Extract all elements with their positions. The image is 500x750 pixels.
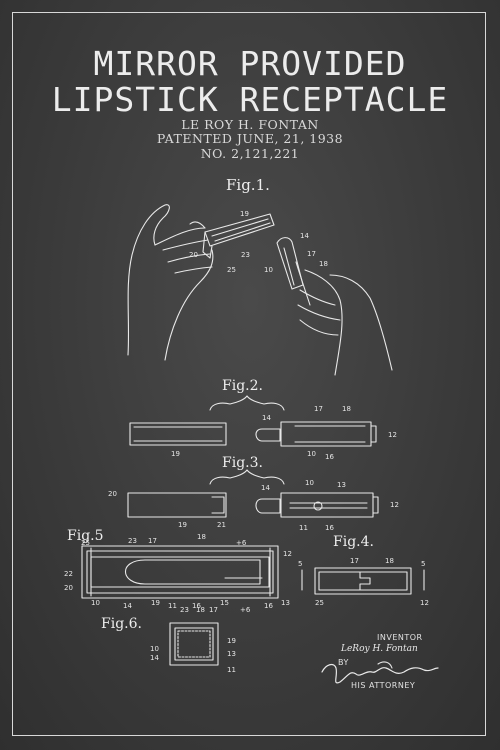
svg-text:12: 12	[390, 501, 399, 509]
attorney-label: HIS ATTORNEY	[351, 681, 416, 690]
svg-text:25: 25	[227, 266, 236, 274]
fig2-drawing	[129, 395, 377, 447]
svg-text:12: 12	[283, 550, 292, 558]
svg-text:17: 17	[209, 606, 218, 614]
fig6-label: Fig.6.	[101, 616, 142, 632]
svg-text:19: 19	[178, 521, 187, 529]
svg-text:5: 5	[298, 560, 302, 568]
inventor-label: INVENTOR	[377, 633, 423, 642]
title-line-1: MIRROR PROVIDED	[93, 44, 407, 83]
svg-text:10: 10	[264, 266, 273, 274]
svg-text:16: 16	[325, 524, 334, 532]
svg-text:10: 10	[150, 645, 159, 653]
svg-text:11: 11	[227, 666, 236, 674]
svg-text:21: 21	[217, 521, 226, 529]
svg-text:18: 18	[197, 533, 206, 541]
svg-text:14: 14	[261, 484, 270, 492]
fig4-drawing	[301, 567, 425, 595]
svg-text:23: 23	[180, 606, 189, 614]
svg-text:20: 20	[64, 584, 73, 592]
svg-text:13: 13	[281, 599, 290, 607]
svg-text:23: 23	[128, 537, 137, 545]
svg-text:14: 14	[300, 232, 309, 240]
svg-text:14: 14	[150, 654, 159, 662]
patent-date: PATENTED JUNE, 21, 1938	[156, 131, 344, 146]
svg-text:10: 10	[307, 450, 316, 458]
svg-text:12: 12	[388, 431, 397, 439]
fig3-label: Fig.3.	[222, 455, 263, 471]
svg-text:16: 16	[192, 602, 201, 610]
svg-text:18: 18	[319, 260, 328, 268]
fig1-drawing	[127, 204, 393, 376]
svg-text:17: 17	[314, 405, 323, 413]
svg-text:19: 19	[171, 450, 180, 458]
svg-text:20: 20	[189, 251, 198, 259]
fig5-label: Fig.5	[67, 528, 104, 544]
svg-text:13: 13	[337, 481, 346, 489]
svg-text:14: 14	[262, 414, 271, 422]
svg-text:18: 18	[342, 405, 351, 413]
svg-text:15: 15	[220, 599, 229, 607]
inventor-signature: LeRoy H. Fontan	[341, 644, 418, 654]
svg-text:22: 22	[64, 570, 73, 578]
svg-text:19: 19	[151, 599, 160, 607]
svg-text:+6: +6	[240, 606, 251, 614]
svg-text:12: 12	[420, 599, 429, 607]
title-line-2: LIPSTICK RECEPTACLE	[51, 80, 449, 119]
svg-text:11: 11	[168, 602, 177, 610]
fig5-drawing	[81, 545, 279, 599]
svg-text:16: 16	[325, 453, 334, 461]
fig6-drawing	[169, 622, 219, 666]
svg-text:17: 17	[350, 557, 359, 565]
svg-text:14: 14	[123, 602, 132, 610]
svg-text:25: 25	[315, 599, 324, 607]
svg-text:16: 16	[264, 602, 273, 610]
inventor-line: LE ROY H. FONTAN	[181, 117, 319, 132]
svg-text:10: 10	[305, 479, 314, 487]
by-label: BY	[338, 658, 349, 667]
fig1-label: Fig.1.	[226, 176, 270, 194]
attorney-signature	[321, 663, 439, 684]
svg-text:+6: +6	[236, 539, 247, 547]
svg-text:20: 20	[108, 490, 117, 498]
svg-text:19: 19	[227, 637, 236, 645]
svg-text:25: 25	[81, 539, 90, 547]
svg-text:17: 17	[307, 250, 316, 258]
patent-number: NO. 2,121,221	[200, 146, 300, 161]
svg-text:5: 5	[421, 560, 425, 568]
poster-border	[12, 12, 486, 736]
fig3-drawing	[127, 469, 379, 518]
svg-text:17: 17	[148, 537, 157, 545]
fig4-label: Fig.4.	[333, 534, 374, 550]
svg-text:19: 19	[240, 210, 249, 218]
svg-text:13: 13	[227, 650, 236, 658]
svg-text:23: 23	[241, 251, 250, 259]
svg-text:11: 11	[299, 524, 308, 532]
svg-text:10: 10	[91, 599, 100, 607]
svg-text:18: 18	[196, 606, 205, 614]
fig2-label: Fig.2.	[222, 378, 263, 394]
svg-text:18: 18	[385, 557, 394, 565]
